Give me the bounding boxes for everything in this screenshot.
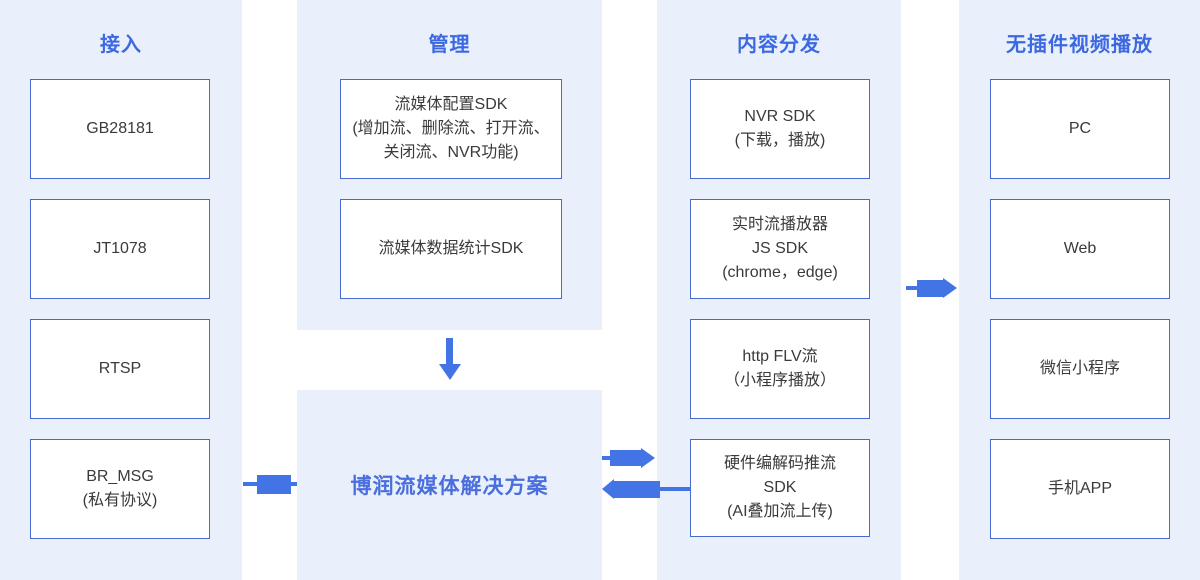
node-pc-label: PC	[1068, 120, 1092, 137]
node-stream-stats-sdk: 流媒体数据统计SDK	[340, 199, 562, 299]
node-stream-config-sdk: 流媒体配置SDK (增加流、删除流、打开流、 关闭流、NVR功能)	[340, 79, 562, 179]
node-stream-stats-sdk-label: 流媒体数据统计SDK	[378, 240, 524, 257]
node-gb28181: GB28181	[30, 79, 210, 179]
node-mobile-app-label: 手机APP	[1047, 480, 1113, 497]
node-nvr-sdk: NVR SDK (下载，播放)	[690, 79, 870, 179]
column-title-access: 接入	[100, 34, 142, 56]
column-title-playback: 无插件视频播放	[1006, 34, 1153, 56]
node-jt1078-label: JT1078	[93, 240, 147, 257]
node-http-flv-label: http FLV流 （小程序播放）	[723, 348, 836, 389]
node-rtsp-label: RTSP	[98, 360, 142, 377]
node-mobile-app: 手机APP	[990, 439, 1170, 539]
node-http-flv: http FLV流 （小程序播放）	[690, 319, 870, 419]
node-web-label: Web	[1063, 240, 1097, 257]
node-pc: PC	[990, 79, 1170, 179]
node-realtime-player-sdk: 实时流播放器 JS SDK (chrome，edge)	[690, 199, 870, 299]
node-wechat-miniprogram-label: 微信小程序	[1039, 360, 1120, 377]
node-realtime-player-sdk-label: 实时流播放器 JS SDK (chrome，edge)	[722, 216, 838, 281]
column-title-management: 管理	[428, 34, 471, 56]
solution-panel: 博润流媒体解决方案	[297, 390, 602, 580]
node-br-msg: BR_MSG (私有协议)	[30, 439, 210, 539]
node-web: Web	[990, 199, 1170, 299]
node-hw-codec-sdk-label: 硬件编解码推流 SDK (AI叠加流上传)	[723, 455, 836, 520]
node-hw-codec-sdk: 硬件编解码推流 SDK (AI叠加流上传)	[690, 439, 870, 537]
node-nvr-sdk-label: NVR SDK (下载，播放)	[734, 108, 826, 149]
solution-label: 博润流媒体解决方案	[350, 475, 549, 498]
node-rtsp: RTSP	[30, 319, 210, 419]
node-gb28181-label: GB28181	[86, 120, 154, 137]
column-title-distribution: 内容分发	[737, 34, 821, 56]
node-stream-config-sdk-label: 流媒体配置SDK (增加流、删除流、打开流、 关闭流、NVR功能)	[352, 96, 550, 161]
node-jt1078: JT1078	[30, 199, 210, 299]
node-wechat-miniprogram: 微信小程序	[990, 319, 1170, 419]
node-br-msg-label: BR_MSG (私有协议)	[82, 468, 158, 509]
